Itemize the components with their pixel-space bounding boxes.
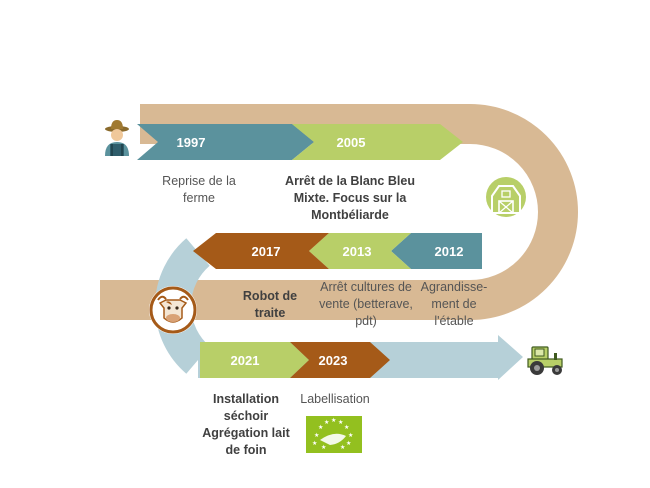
year-label: 2023 [319,353,348,368]
year-label: 2017 [252,244,281,259]
arrow-2012 [391,233,482,269]
year-label: 2005 [337,135,366,150]
year-label: 2012 [435,244,464,259]
track-segment-top [100,104,578,320]
cow-icon [149,286,197,334]
arrow-2021 [200,342,309,378]
arrow-2017 [193,233,329,269]
year-label: 1997 [177,135,206,150]
svg-text:★: ★ [318,424,323,431]
arrow-2023 [290,342,390,378]
event-label-2012: Agrandisse-ment de l'étable [420,280,488,328]
svg-text:★: ★ [338,419,343,426]
svg-text:★: ★ [348,432,353,439]
event-label-2021: Installation séchoir Agrégation lait de … [202,392,290,457]
event-label-2023: Labellisation [300,392,370,406]
svg-text:★: ★ [312,440,317,447]
year-label: 2013 [343,244,372,259]
svg-text:★: ★ [314,432,319,439]
farmer-icon [105,120,129,156]
arrow-2005 [292,124,463,160]
svg-text:★: ★ [331,417,336,424]
event-label-2005: Arrêt de la Blanc Bleu Mixte. Focus sur … [285,174,415,222]
svg-text:★: ★ [344,424,349,431]
event-label-2017: Robot de traite [242,289,298,320]
svg-text:★: ★ [346,440,351,447]
svg-text:★: ★ [324,419,329,426]
tractor-icon [527,346,563,375]
arrow-2013 [309,233,411,269]
event-label-2013: Arrêt cultures de vente (betterave, pdt) [319,280,413,328]
eu-organic-logo: ★★★ ★★★ ★★★ ★★ [306,416,362,453]
event-label-1997: Reprise de la ferme [162,174,236,205]
svg-text:★: ★ [340,444,345,451]
svg-text:★: ★ [321,444,326,451]
year-label: 2021 [231,353,260,368]
barn-icon [482,173,530,221]
arrow-1997 [137,124,314,160]
